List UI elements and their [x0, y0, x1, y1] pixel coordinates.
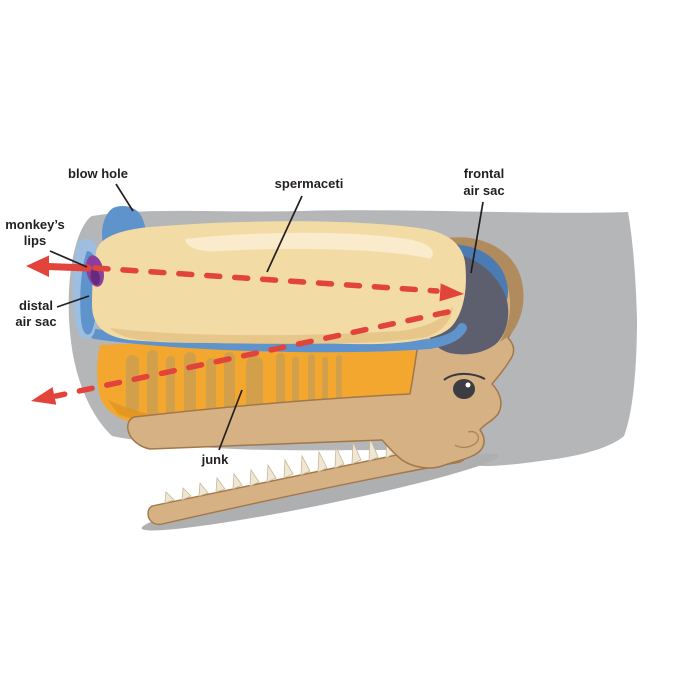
label-monkeys-lips-line1: monkey’s — [5, 217, 65, 232]
tooth — [334, 446, 345, 469]
lower-jaw — [147, 443, 469, 526]
frontal-air-sac-leader — [470, 201, 484, 274]
leader-lines — [49, 183, 484, 451]
label-frontal-air-sac-line2: air sac — [463, 183, 504, 198]
junk-stripe — [336, 355, 342, 411]
sound-path-arrows — [26, 255, 464, 405]
eye-brow-line — [443, 372, 486, 381]
dome-rim — [430, 237, 524, 342]
junk-stripe — [246, 356, 263, 416]
tooth — [198, 481, 209, 497]
junk-stripe — [126, 355, 139, 413]
junk-stripe — [322, 357, 328, 411]
sound-path-to-frontal-sac — [92, 265, 440, 294]
junk-stripe — [224, 352, 235, 418]
tooth — [164, 491, 175, 504]
junk-stripe — [206, 358, 216, 414]
cheek-curl-line — [454, 430, 480, 449]
frontal-sac-blue-crescent — [435, 244, 508, 300]
skull-body — [127, 243, 519, 469]
emitted-sound-arrow-shaft — [44, 263, 92, 272]
label-distal-air-sac-line2: air sac — [15, 314, 56, 329]
tooth — [249, 468, 260, 487]
monkeys-lips-shape — [86, 255, 104, 287]
spermaceti-body — [92, 221, 466, 345]
jaw-shadow — [141, 453, 499, 531]
tooth — [232, 472, 243, 490]
tooth — [351, 441, 362, 465]
junk-stripe — [166, 356, 175, 416]
eyeball — [453, 379, 475, 399]
reflected-sound-path — [53, 309, 451, 399]
spermaceti-bottom-shade — [110, 306, 453, 344]
junk-stripe — [184, 352, 196, 418]
junk-stripe — [147, 350, 158, 416]
labels: blow hole monkey’s lips distal air sac s… — [5, 166, 504, 467]
monkeys-lips-leader — [49, 250, 88, 268]
tooth — [215, 476, 226, 493]
monkeys-lips-inner — [90, 269, 100, 285]
label-junk: junk — [201, 452, 229, 467]
distal-air-sac-leader — [56, 295, 90, 308]
spermaceti-organ — [92, 221, 466, 345]
eye — [443, 372, 486, 399]
label-distal-air-sac-line1: distal — [19, 298, 53, 313]
tooth — [300, 454, 311, 476]
label-frontal-air-sac-line1: frontal — [464, 166, 504, 181]
label-monkeys-lips-line2: lips — [24, 233, 46, 248]
label-blow-hole: blow hole — [68, 166, 128, 181]
spermaceti-leader — [266, 195, 303, 273]
tooth — [181, 487, 192, 501]
reflected-sound-arrowhead — [31, 387, 57, 405]
junk-leader — [218, 389, 243, 451]
tooth — [368, 437, 379, 462]
junk-stripe — [308, 354, 315, 414]
frontal-sac-arrowhead — [439, 283, 464, 302]
junk-stripe — [292, 357, 299, 413]
blow-hole-leader — [115, 183, 134, 212]
spermaceti-highlight — [185, 232, 433, 259]
junk-stripe — [276, 353, 285, 417]
eye-glint — [465, 382, 471, 388]
skull — [127, 243, 519, 469]
tooth — [283, 458, 294, 479]
emitted-sound-arrowhead — [26, 255, 49, 277]
tooth — [266, 463, 277, 483]
tooth — [317, 450, 328, 473]
label-spermaceti: spermaceti — [275, 176, 344, 191]
